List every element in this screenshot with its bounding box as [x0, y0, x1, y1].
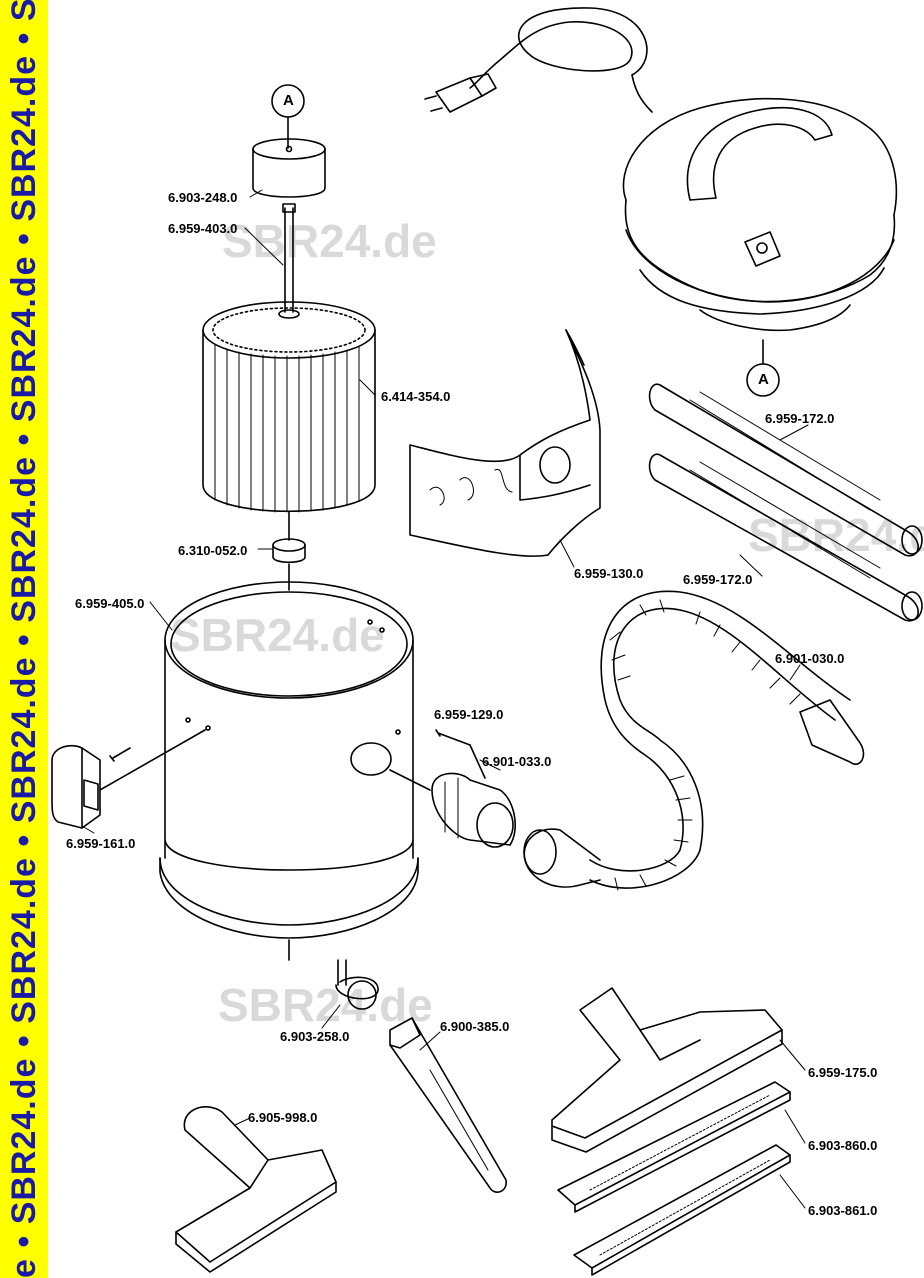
callout-a-right: [746, 339, 780, 397]
filter-nut-drawing: [272, 538, 306, 591]
float-rod-drawing: [278, 203, 300, 319]
power-cord-drawing: [424, 7, 653, 113]
part-label-filter-nut: 6.310-052.0: [178, 543, 248, 558]
part-label-castor: 6.903-258.0: [280, 1029, 350, 1044]
part-label-tube-lower: 6.959-172.0: [683, 572, 753, 587]
part-label-hose-adapter: 6.901-033.0: [482, 754, 552, 769]
part-label-upholstery-nozzle: 6.905-998.0: [248, 1110, 318, 1125]
watermark-bottom: SBR24.de: [218, 979, 433, 1031]
insert-squeegee-drawing: [573, 1144, 791, 1276]
castor-drawing: [335, 959, 379, 1010]
container-drawing: [159, 581, 419, 961]
cartridge-filter-drawing: [202, 301, 376, 541]
tube-lower-drawing: [648, 453, 923, 622]
screw-drawing: [109, 729, 486, 779]
part-label-handle-bracket: 6.959-161.0: [66, 836, 136, 851]
part-label-insert-squeegee: 6.903-861.0: [808, 1203, 878, 1218]
insert-brush-drawing: [557, 1081, 791, 1213]
handle-bracket-drawing: [51, 729, 206, 829]
floor-nozzle-drawing: [551, 987, 783, 1153]
leader-lines: [81, 189, 809, 1209]
watermark-container: SBR24.de: [170, 609, 385, 661]
part-label-crevice-nozzle: 6.900-385.0: [440, 1019, 510, 1034]
upholstery-nozzle-drawing: [175, 1106, 337, 1273]
part-label-float-rod: 6.959-403.0: [168, 221, 238, 236]
filter-bag-drawing: [409, 329, 601, 557]
callout-a-top: [271, 84, 305, 149]
watermark-right: SBR24.de: [748, 509, 924, 561]
hose-adapter-drawing: [389, 769, 516, 848]
suction-hose-drawing: [523, 590, 865, 891]
part-label-tube-upper: 6.959-172.0: [765, 411, 835, 426]
tube-upper-drawing: [648, 383, 923, 557]
float-cap-drawing: [252, 138, 326, 198]
part-label-screw: 6.959-129.0: [434, 707, 504, 722]
callout-a-right-letter: A: [758, 371, 769, 388]
part-label-floor-nozzle: 6.959-175.0: [808, 1065, 878, 1080]
motor-head-drawing: [622, 97, 898, 332]
crevice-nozzle-drawing: [389, 1017, 507, 1193]
part-label-suction-hose: 6.901-030.0: [775, 651, 845, 666]
part-label-float-cap: 6.903-248.0: [168, 190, 238, 205]
part-label-filter-bag: 6.959-130.0: [574, 566, 644, 581]
part-label-container: 6.959-405.0: [75, 596, 145, 611]
part-label-insert-brush: 6.903-860.0: [808, 1138, 878, 1153]
callout-a-top-letter: A: [283, 92, 294, 109]
part-label-cartridge-filter: 6.414-354.0: [381, 389, 451, 404]
side-banner: e • SBR24.de • SBR24.de • SBR24.de • SBR…: [0, 0, 48, 1278]
